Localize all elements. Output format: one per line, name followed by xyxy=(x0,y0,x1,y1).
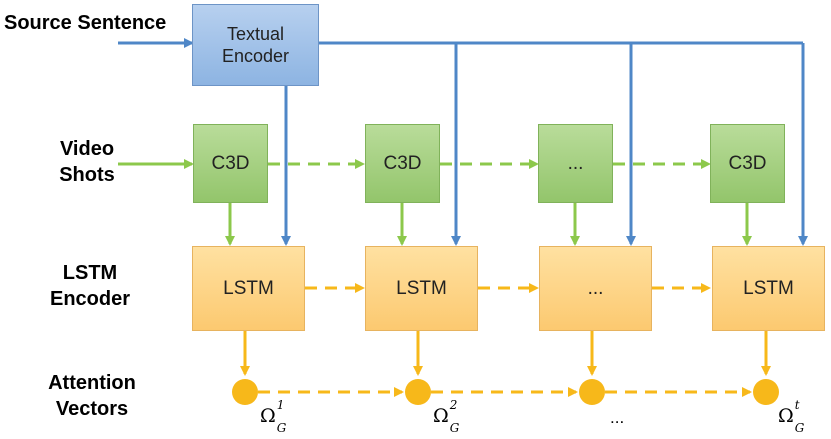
c3d-box-2: C3D xyxy=(365,124,440,203)
label-source-sentence: Source Sentence xyxy=(4,12,167,34)
attention-label-4-base: Ω xyxy=(778,405,794,428)
attention-label-2-sup: 2 xyxy=(449,398,458,412)
label-lstm-encoder: LSTM Encoder xyxy=(40,260,140,312)
lstm-box-3: ... xyxy=(539,246,652,331)
lstm-box-2: LSTM xyxy=(365,246,478,331)
lstm-box-4: LSTM xyxy=(712,246,825,331)
attention-label-4-sub: G xyxy=(794,421,805,436)
lstm-box-1: LSTM xyxy=(192,246,305,331)
attention-label-1-base: Ω xyxy=(260,405,276,428)
c3d-box-4: C3D xyxy=(710,124,785,203)
label-lstm-encoder-line1: LSTM xyxy=(62,262,118,284)
label-video-shots-line1: Video xyxy=(59,138,115,160)
attention-label-1-sub: G xyxy=(276,421,287,436)
label-attention-vectors-line1: Attention xyxy=(48,372,136,394)
label-video-shots-line2: Shots xyxy=(59,164,115,186)
label-attention-vectors-line2: Vectors xyxy=(55,398,129,420)
textual-encoder-box: Textual Encoder xyxy=(192,4,319,86)
attention-node-4 xyxy=(753,379,779,405)
attention-label-1-sup: 1 xyxy=(276,398,285,412)
attention-label-2-base: Ω xyxy=(433,405,449,428)
textual-encoder-line2: Encoder xyxy=(221,46,290,66)
attention-node-1 xyxy=(232,379,258,405)
label-video-shots: Video Shots xyxy=(42,136,132,188)
attention-label-2-sub: G xyxy=(449,421,460,436)
textual-encoder-line1: Textual xyxy=(226,24,285,44)
label-lstm-encoder-line2: Encoder xyxy=(49,288,131,310)
label-attention-vectors: Attention Vectors xyxy=(32,370,152,422)
c3d-box-1: C3D xyxy=(193,124,268,203)
attention-node-3 xyxy=(579,379,605,405)
attention-label-3: ... xyxy=(610,408,625,427)
attention-label-4-sup: t xyxy=(794,398,800,412)
c3d-box-3: ... xyxy=(538,124,613,203)
attention-node-2 xyxy=(405,379,431,405)
